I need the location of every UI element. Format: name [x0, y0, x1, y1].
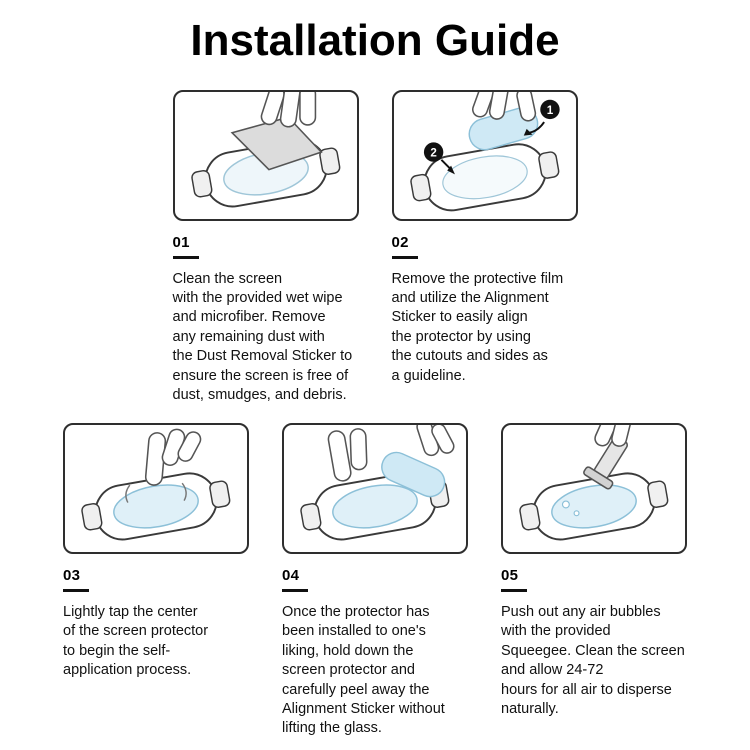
step-badge-2-icon: 2 — [423, 142, 455, 175]
step-card-03: 03 Lightly tap the center of the screen … — [63, 423, 249, 738]
step-badge-2-label: 2 — [430, 146, 436, 159]
step-card-02: 1 2 02 Remove the protective film and ut… — [391, 90, 578, 405]
step-badge-1-icon: 1 — [523, 99, 560, 136]
step-text: Once the protector has been installed to… — [282, 603, 445, 737]
step-number: 03 — [63, 567, 81, 585]
page-title: Installation Guide — [190, 16, 560, 65]
peeling-hand-icon — [416, 425, 455, 457]
step-card-04: 04 Once the protector has been installed… — [282, 423, 468, 738]
hand-icon — [594, 425, 633, 448]
bubbles-icon — [561, 500, 580, 517]
step-number: 02 — [391, 234, 409, 251]
left-hand-icon — [471, 92, 509, 120]
step-underline — [63, 589, 89, 592]
step-02-illustration: 1 2 — [391, 90, 578, 221]
step-03-illustration — [63, 423, 249, 555]
squeegee-icon — [583, 436, 629, 490]
step-badge-1-label: 1 — [546, 104, 553, 117]
steps-row-2: 03 Lightly tap the center of the screen … — [0, 423, 750, 738]
step-card-05: 05 Push out any air bubbles with the pro… — [501, 423, 687, 738]
step-text: Lightly tap the center of the screen pro… — [63, 603, 209, 679]
step-text: Push out any air bubbles with the provid… — [501, 603, 685, 718]
step-01-illustration — [172, 90, 359, 221]
step-text: Clean the screen with the provided wet w… — [172, 270, 353, 404]
step-05-illustration — [501, 423, 687, 555]
watch-icon — [300, 472, 450, 541]
step-underline — [501, 589, 527, 592]
step-04-illustration — [282, 423, 468, 555]
tapping-hand-icon — [144, 429, 202, 487]
right-hand-icon — [515, 92, 536, 122]
step-number: 04 — [282, 567, 300, 585]
hand-icon — [260, 92, 316, 128]
watch-icon — [519, 472, 669, 541]
peeling-film-icon — [381, 452, 446, 498]
watch-icon — [409, 143, 559, 212]
step-number: 05 — [501, 567, 519, 585]
step-underline — [172, 256, 199, 259]
step-underline — [282, 589, 308, 592]
step-number: 01 — [172, 234, 190, 251]
step-text: Remove the protective film and utilize t… — [391, 270, 564, 384]
holding-finger-icon — [327, 428, 368, 483]
steps-row-1: 01 Clean the screen with the provided we… — [0, 90, 750, 405]
step-card-01: 01 Clean the screen with the provided we… — [172, 90, 359, 405]
step-underline — [391, 256, 418, 259]
tap-ripple-icon — [125, 483, 187, 504]
